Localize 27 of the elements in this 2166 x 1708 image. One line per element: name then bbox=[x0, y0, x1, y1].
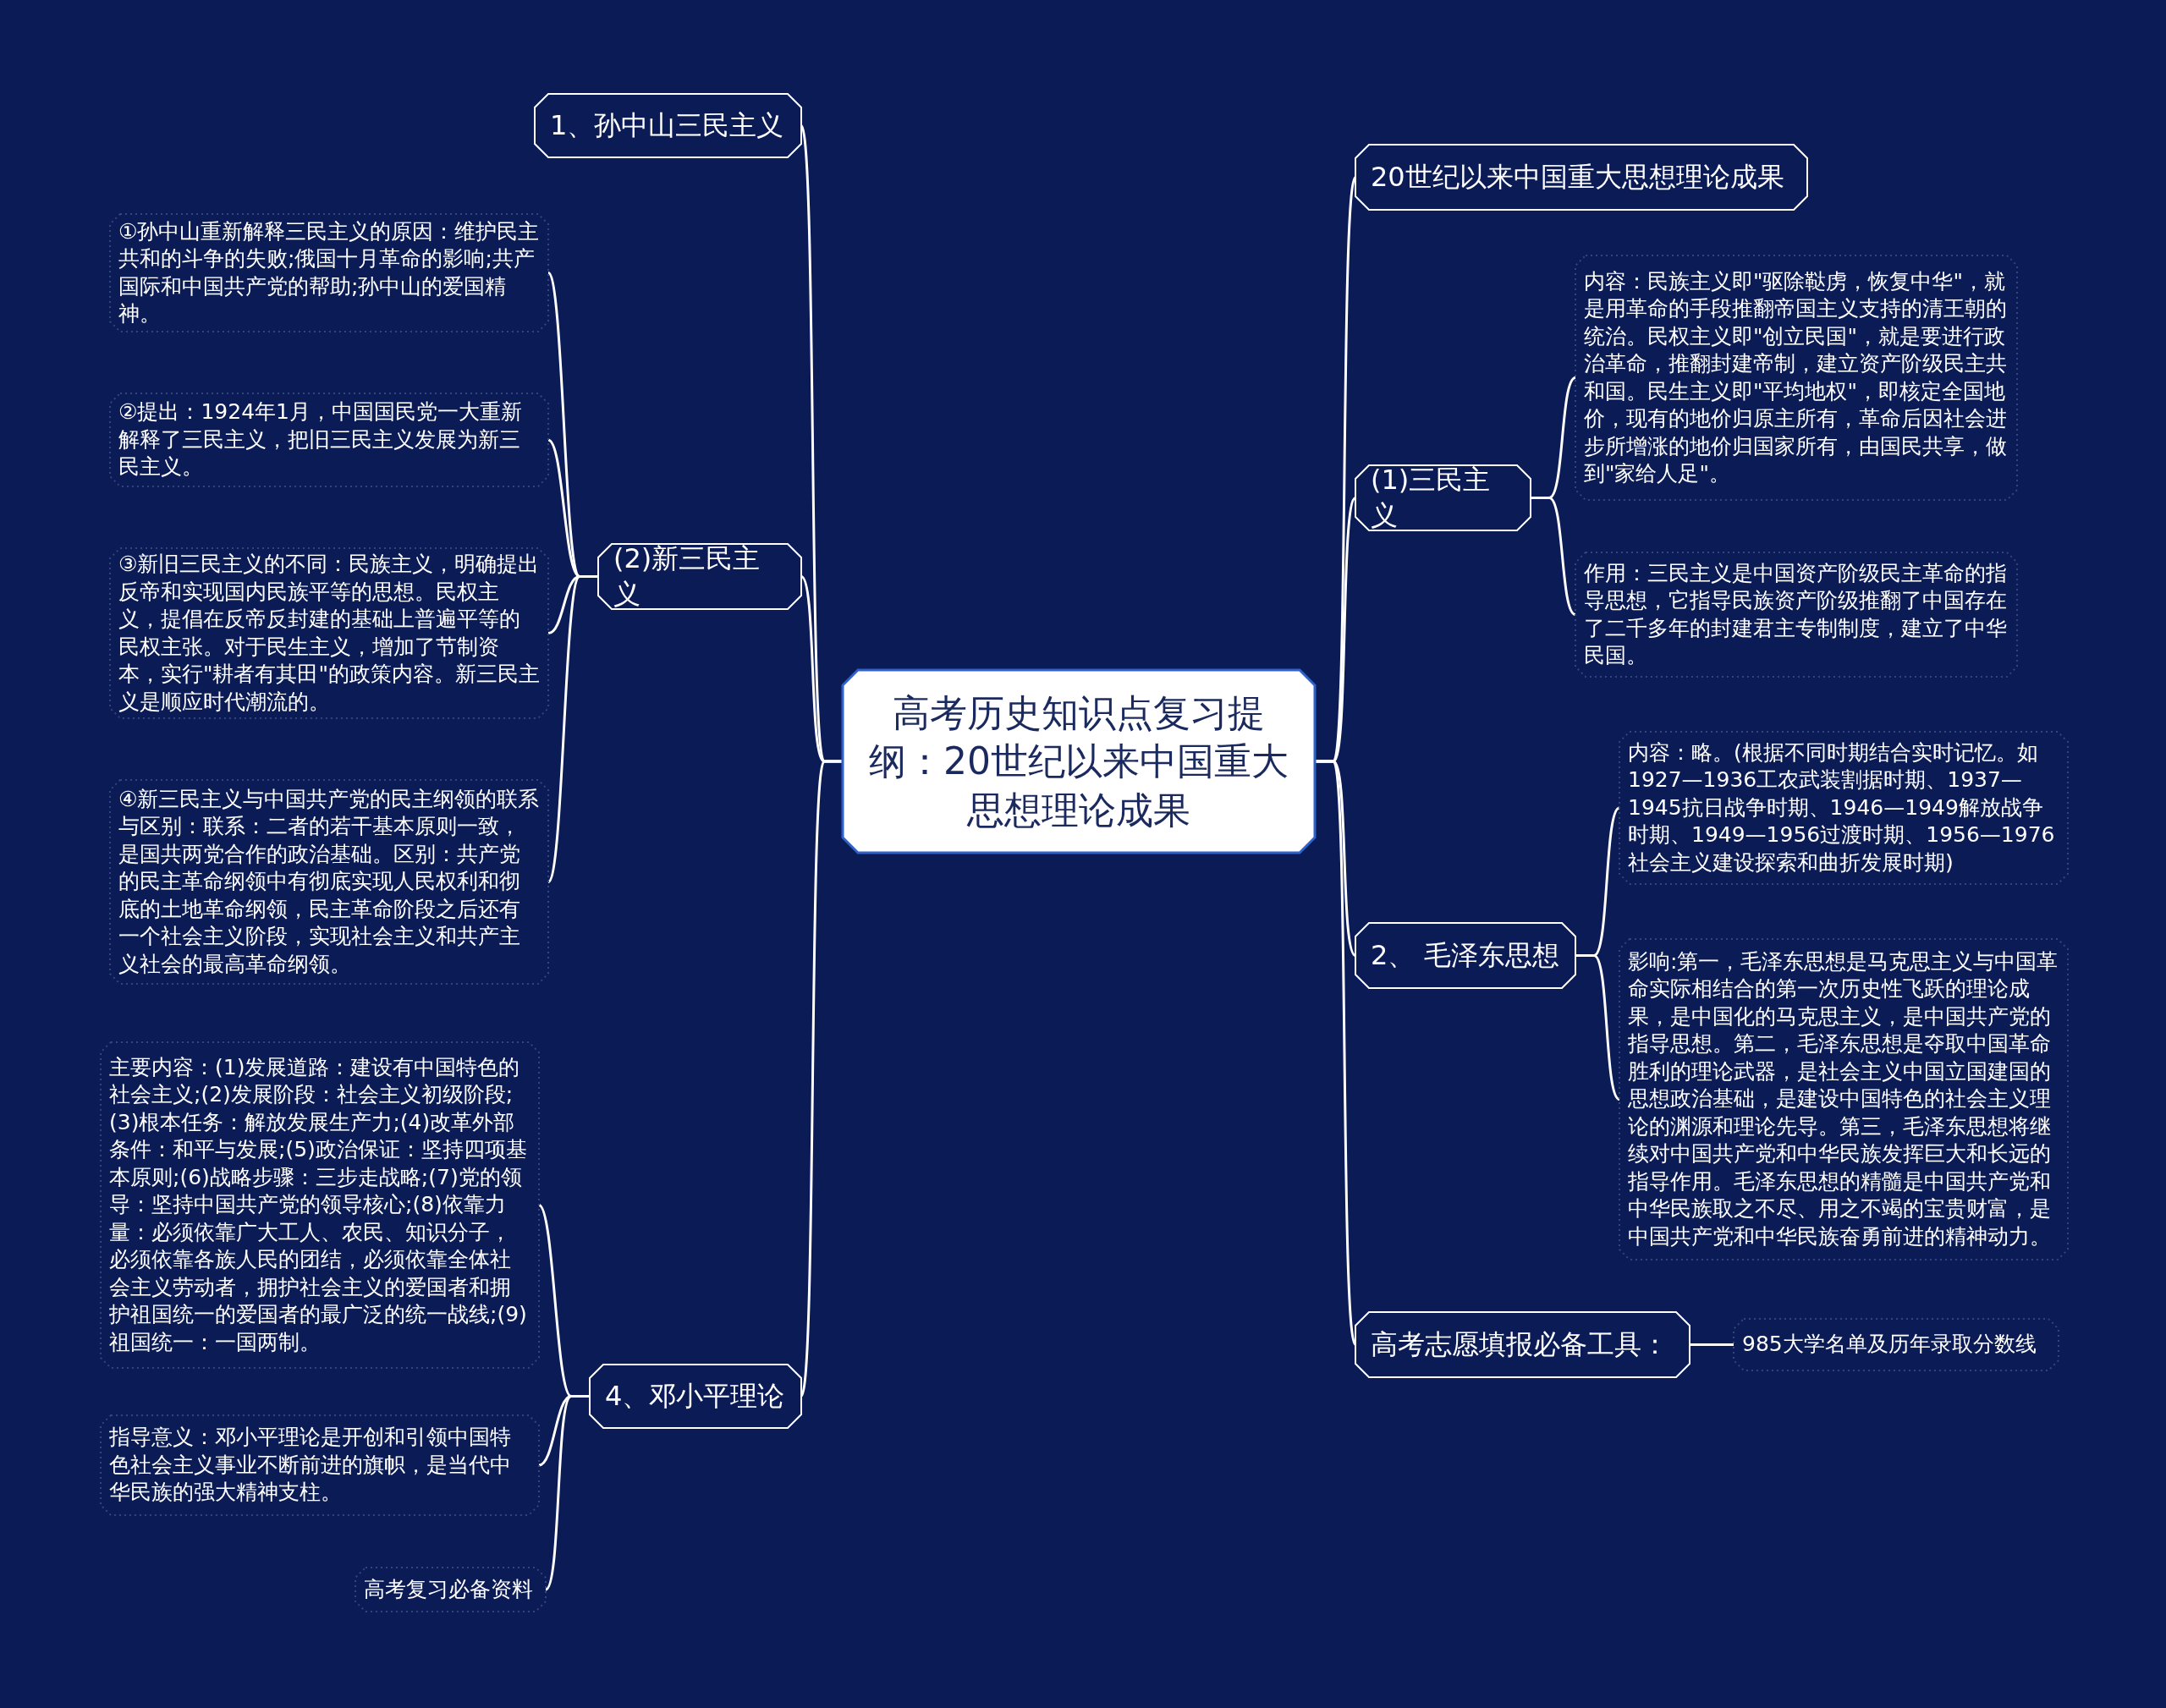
connector-line bbox=[1531, 497, 1576, 616]
connector-line bbox=[800, 760, 843, 1397]
connector-line bbox=[547, 575, 598, 883]
connector-line bbox=[1315, 760, 1357, 1345]
topic-box: 2、 毛泽东思想 bbox=[1355, 923, 1575, 988]
topic-box: (2)新三民主义 bbox=[598, 544, 801, 609]
connector-line bbox=[544, 1395, 590, 1590]
central-topic-box: 高考历史知识点复习提纲：20世纪以来中国重大思想理论成果 bbox=[843, 670, 1315, 853]
note-box: ②提出：1924年1月，中国国民党一大重新解释了三民主义，把旧三民主义发展为新三民主义。 bbox=[110, 393, 548, 486]
note-box: 作用：三民主义是中国资产阶级民主革命的指导思想，它指导民族资产阶级推翻了中国存在了二千多年的封建君主专制制度，建立了中华民国。 bbox=[1575, 552, 2017, 677]
connector-line bbox=[1575, 954, 1620, 1101]
topic-box: 高考志愿填报必备工具： bbox=[1355, 1312, 1690, 1377]
note-box: 指导意义：邓小平理论是开创和引领中国特色社会主义事业不断前进的旗帜，是当代中华民族的强大精神支柱。 bbox=[101, 1415, 539, 1515]
topic-box: 1、孙中山三民主义 bbox=[535, 94, 801, 157]
connector-line bbox=[1690, 1343, 1734, 1346]
note-box: 影响:第一，毛泽东思想是马克思主义与中国革命实际相结合的第一次历史性飞跃的理论成果，是中国化的马克思主义，是中国共产党的指导思想。第二，毛泽东思想是夺取中国革命胜利的理论武器，是社会主义中国立国建国的思想政治基础，是建设中国特色的社会主义理论的渊源和理论先导。第三，毛泽东思想将继续对中国共产党和中华民族发挥巨大和长远的指导作用。毛泽东思想的精髓是中国共产党和中华民族取之不尽、用之不竭的宝贵财富，是中国共产党和中华民族奋勇前进的精神动力。 bbox=[1619, 939, 2068, 1260]
topic-box: 20世纪以来中国重大思想理论成果 bbox=[1355, 145, 1807, 210]
note-box: ③新旧三民主义的不同：民族主义，明确提出反帝和实现国内民族平等的思想。民权主义，提倡在反帝反封建的基础上普遍平等的民权主张。对于民生主义，增加了节制资本，实行"耕者有其田"的政策内容。新三民主义是顺应时代潮流的。 bbox=[110, 548, 548, 718]
note-box: 内容：略。(根据不同时期结合实时记忆。如1927—1936工农武装割据时期、1937—1945抗日战争时期、1946—1949解放战争时期、1949—1956过渡时期、1956—1976社会主义建设探索和曲折发展时期) bbox=[1619, 732, 2068, 884]
topic-box: 4、邓小平理论 bbox=[590, 1365, 801, 1428]
note-box: 内容：民族主义即"驱除鞑虏，恢复中华"，就是用革命的手段推翻帝国主义支持的清王朝的统治。民权主义即"创立民国"，就是要进行政治革命，推翻封建帝制，建立资产阶级民主共和国。民生主义即"平均地权"，即核定全国地价，现有的地价归原主所有，革命后因社会进步所增涨的地价归国家所有，由国民共享，做到"家给人足"。 bbox=[1575, 255, 2017, 500]
note-box: ①孙中山重新解释三民主义的原因：维护民主共和的斗争的失败;俄国十月革命的影响;共产国际和中国共产党的帮助;孙中山的爱国精神。 bbox=[110, 214, 548, 332]
note-box: 985大学名单及历年录取分数线 bbox=[1734, 1319, 2059, 1370]
note-box: 主要内容：(1)发展道路：建设有中国特色的社会主义;(2)发展阶段：社会主义初级阶段;(3)根本任务：解放发展生产力;(4)改革外部条件：和平与发展;(5)政治保证：坚持四项基本原则;(6)战略步骤：三步走战略;(7)党的领导：坚持中国共产党的领导核心;(8)依靠力量：必须依靠广大工人、农民、知识分子，必须依靠各族人民的团结，必须依靠全体社会主义劳动者，拥护社会主义的爱国者和拥护祖国统一的爱国者的最广泛的统一战线;(9)祖国统一：一国两制。 bbox=[101, 1042, 539, 1368]
note-box: ④新三民主义与中国共产党的民主纲领的联系与区别：联系：二者的若干基本原则一致，是国共两党合作的政治基础。区别：共产党的民主革命纲领中有彻底实现人民权利和彻底的土地革命纲领，民主革命阶段之后还有一个社会主义阶段，实现社会主义和共产主义社会的最高革命纲领。 bbox=[110, 780, 548, 984]
note-box: 高考复习必备资料 bbox=[355, 1568, 546, 1612]
topic-box: (1)三民主义 bbox=[1355, 465, 1531, 530]
